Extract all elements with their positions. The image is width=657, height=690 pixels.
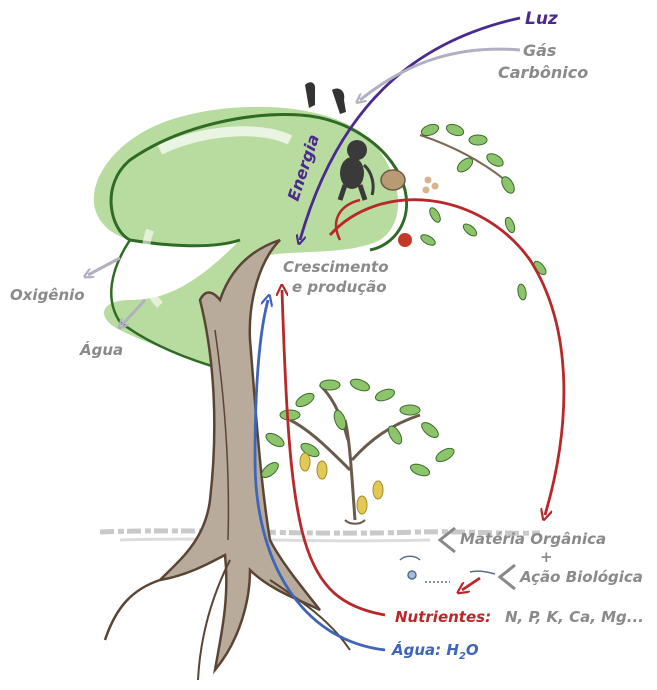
label-acao-biologica: Ação Biológica	[519, 568, 643, 586]
chevron-left-icon	[500, 565, 515, 589]
label-materia-organica: Matéria Orgânica	[460, 530, 606, 548]
falling-leaves	[419, 206, 548, 301]
label-producao: e produção	[292, 278, 387, 296]
soil-organisms	[400, 556, 495, 582]
bird-icon	[305, 82, 346, 114]
label-carbonico: Carbônico	[498, 63, 588, 82]
label-nutrientes: Nutrientes:	[395, 608, 491, 626]
label-oxigenio: Oxigênio	[10, 286, 85, 304]
label-luz: Luz	[525, 9, 558, 29]
biological-to-nutrient-arrow	[462, 578, 480, 590]
label-gas: Gás	[523, 41, 556, 60]
label-nutrientes-list: N, P, K, Ca, Mg...	[505, 608, 644, 626]
label-agua-in: Água: H2O	[391, 640, 479, 662]
label-agua-out: Água	[79, 340, 123, 359]
label-crescimento: Crescimento	[283, 258, 389, 276]
co2-arrow	[360, 49, 520, 100]
label-plus: +	[540, 548, 553, 566]
litterfall-arrow	[330, 200, 564, 515]
